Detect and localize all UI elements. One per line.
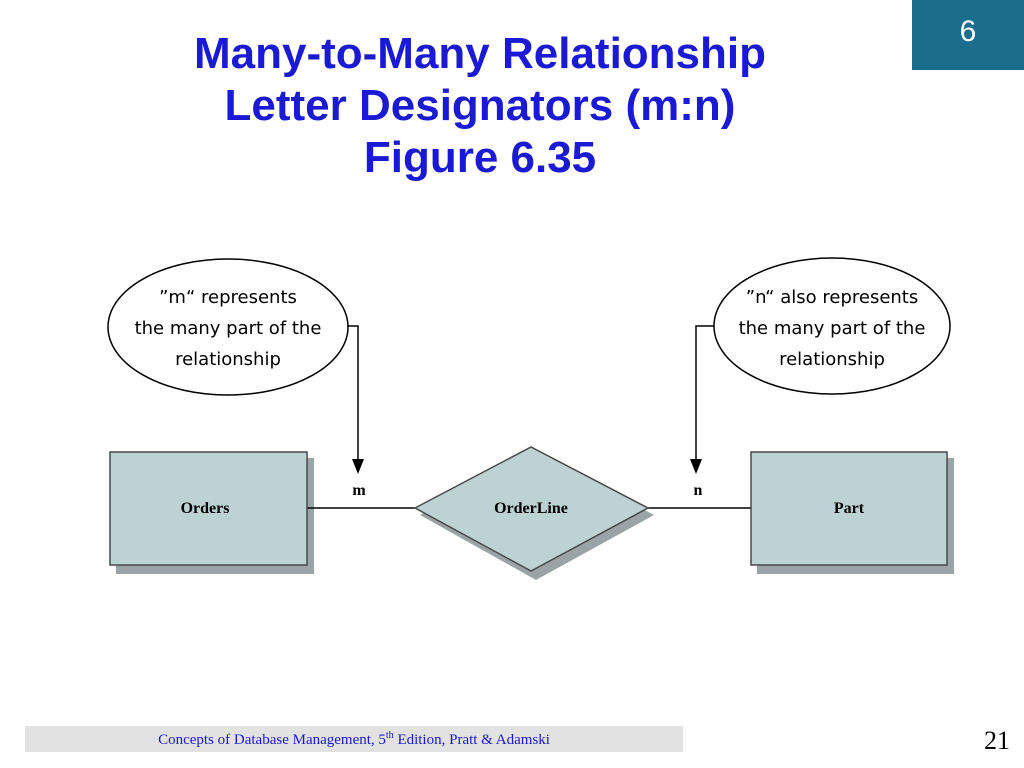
- footer-citation: Concepts of Database Management, 5th Edi…: [25, 730, 683, 749]
- arrowhead-right-icon: [690, 459, 702, 474]
- title-line-3: Figure 6.35: [363, 133, 597, 182]
- orders-label: Orders: [181, 500, 230, 517]
- callout-left-line-2: the many part of the: [135, 318, 322, 339]
- cardinality-n-label: n: [694, 482, 703, 499]
- arrowhead-left-icon: [352, 459, 364, 474]
- orderline-relationship: [413, 446, 650, 572]
- cardinality-m-label: m: [352, 482, 366, 499]
- footer-citation-text: Concepts of Database Management, 5: [158, 732, 386, 748]
- callout-left-line-3: relationship: [175, 349, 281, 370]
- orderline-label: OrderLine: [494, 500, 568, 517]
- callout-left-line-1: ”m“ represents: [159, 287, 297, 308]
- footer-citation-text-end: Edition, Pratt & Adamski: [393, 732, 550, 748]
- part-entity: [750, 451, 948, 566]
- callout-right-leader: [695, 325, 714, 461]
- chapter-badge: 6: [912, 0, 1024, 70]
- part-label: Part: [834, 500, 865, 517]
- callout-left-leader: [347, 325, 359, 461]
- callout-right-line-2: the many part of the: [739, 318, 926, 339]
- orders-entity: [109, 451, 308, 566]
- title-line-1: Many-to-Many Relationship: [193, 29, 767, 78]
- footer-superscript: th: [385, 730, 394, 741]
- page-number: 21: [984, 726, 1010, 755]
- callout-left-ellipse: [107, 258, 349, 396]
- slide-title: Many-to-Many Relationship Letter Designa…: [80, 28, 880, 184]
- footer-bar: [25, 726, 683, 752]
- title-line-2: Letter Designators (m:n): [224, 81, 736, 130]
- callout-right-line-3: relationship: [779, 349, 885, 370]
- callout-right-line-1: ”n“ also represents: [746, 287, 919, 308]
